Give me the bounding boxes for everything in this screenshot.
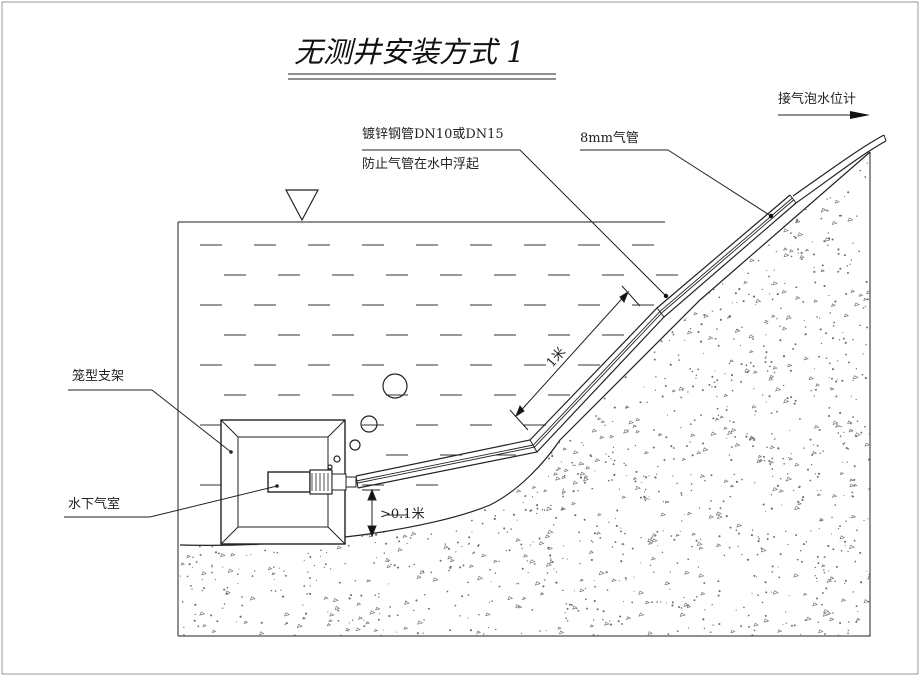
air-chamber-label: 水下气室 [68,496,120,512]
air-tube-label: 8mm气管 [580,130,639,146]
air-tube [792,134,887,204]
clearance-dimension [362,488,380,538]
pipe-note-line2: 防止气管在水中浮起 [362,156,479,172]
cage-leader-line [151,389,232,453]
galvanized-steel-pipe [355,194,797,489]
one-meter-label: 1米 [544,345,569,371]
water-dashes [200,244,678,516]
air-bubbles [327,373,408,470]
cage-bracket-label: 笼型支架 [72,368,124,384]
one-meter-dimension [509,285,641,431]
air-tube-leader-dot [768,213,774,219]
pipe-leader-dot [663,293,669,299]
water-level-triangle-icon [285,189,319,222]
arrow-right-icon [850,111,870,119]
air-tube-leader [667,149,772,217]
page-title: 无测井安装方式 1 [294,35,525,69]
pipe-leader-line [519,149,667,297]
underwater-air-chamber [267,469,357,495]
outlet-label: 接气泡水位计 [778,91,856,107]
pipe-note-line1: 镀锌钢管DN10或DN15 [362,126,504,142]
chamber-leader-line [149,485,278,518]
clearance-label: >0.1米 [380,507,425,522]
bottom-right-walls [178,152,871,637]
